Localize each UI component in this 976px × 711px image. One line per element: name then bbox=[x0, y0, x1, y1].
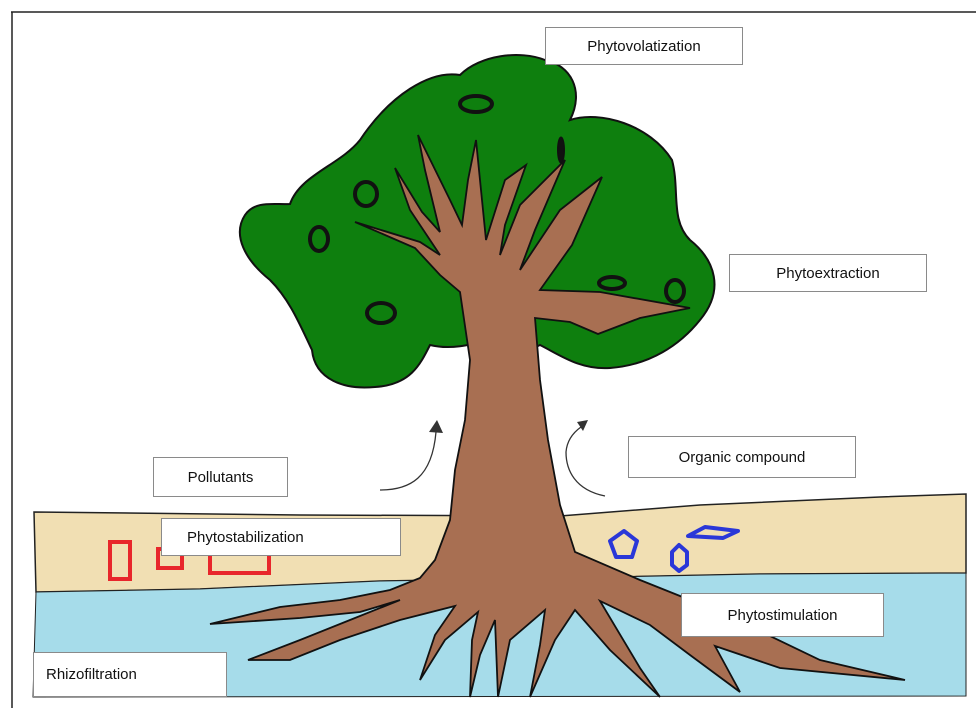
label-rhizofiltration: Rhizofiltration bbox=[33, 652, 227, 697]
label-phytostabilization: Phytostabilization bbox=[161, 518, 401, 556]
label-organic-compound: Organic compound bbox=[628, 436, 856, 478]
uptake-arrow-left-head bbox=[429, 420, 443, 433]
label-pollutants: Pollutants bbox=[153, 457, 288, 497]
uptake-arrow-left bbox=[380, 432, 436, 490]
label-phytovolatization: Phytovolatization bbox=[545, 27, 743, 65]
label-phytoextraction: Phytoextraction bbox=[729, 254, 927, 292]
label-phytostimulation: Phytostimulation bbox=[681, 593, 884, 637]
canopy-pollutant-mark bbox=[558, 137, 565, 163]
uptake-arrow-right bbox=[566, 427, 605, 496]
